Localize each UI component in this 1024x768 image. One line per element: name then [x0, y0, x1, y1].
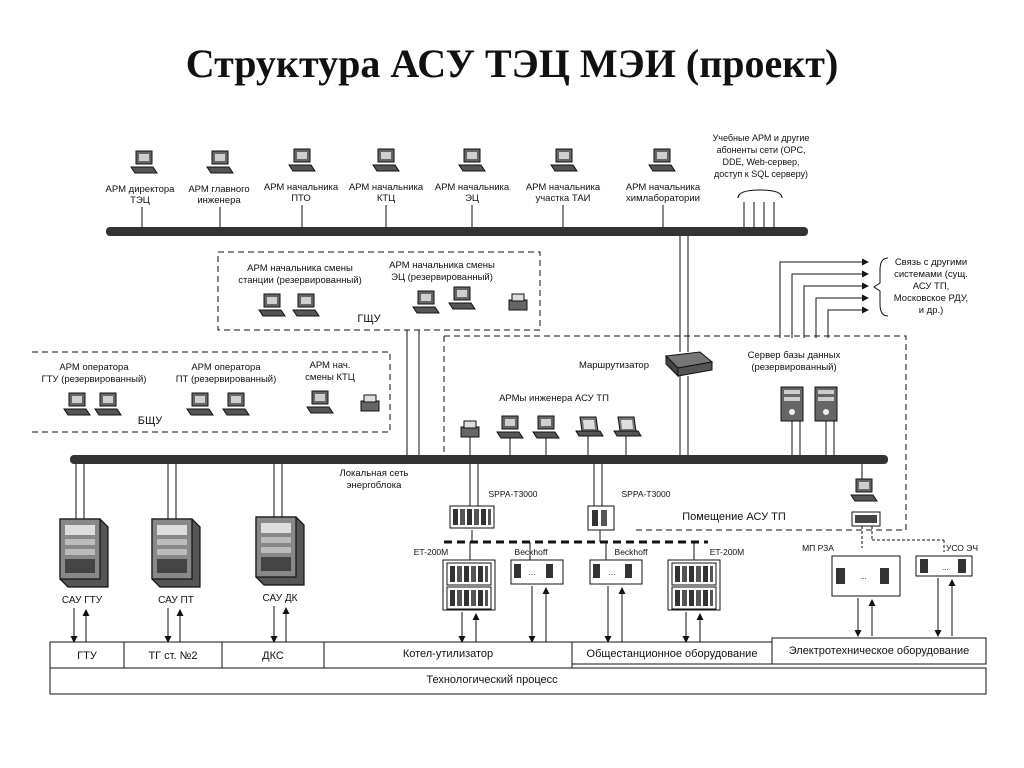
lan-label-l1: Локальная сеть: [340, 468, 409, 479]
arm-director-l1: АРМ директора: [106, 184, 176, 195]
arm-head-pto: АРМ начальника ПТО: [264, 148, 339, 227]
db-server-l2: (резервированный): [751, 362, 836, 373]
gshu-content: АРМ начальника смены станции (резервиров…: [238, 260, 528, 325]
arm-head-ec: АРМ начальника ЭЦ: [435, 148, 510, 227]
router: Маршрутизатор: [579, 351, 714, 378]
db-servers: Сервер базы данных (резервированный): [748, 350, 841, 455]
comm-note: Связь с другими системами (сущ. АСУ ТП, …: [779, 257, 968, 338]
gshu-arm2-l1: АРМ начальника смены: [389, 260, 495, 271]
bshu-arm1-l2: ГТУ (резервированный): [42, 374, 147, 385]
bshu-content: АРМ оператора ГТУ (резервированный) АРМ …: [42, 360, 380, 427]
gshu-arm2-l2: ЭЦ (резервированный): [391, 272, 493, 283]
arm-head-ktc: АРМ начальника КТЦ: [349, 148, 424, 227]
sau-gtu-label: САУ ГТУ: [62, 595, 103, 606]
gshu-arm1-l2: станции (резервированный): [238, 275, 362, 286]
sppa-controllers: SPPA-T3000 SPPA-T3000: [449, 464, 671, 531]
arm-chief-engineer-l2: инженера: [197, 195, 241, 206]
sau-pt-label: САУ ПТ: [158, 595, 194, 606]
bshu-label: БЩУ: [138, 415, 164, 427]
svg-text:...: ...: [860, 572, 867, 581]
sppa2-label: SPPA-T3000: [622, 489, 671, 499]
svg-text:...: ...: [942, 563, 949, 572]
mp-rza-label: МП РЗА: [802, 543, 834, 553]
section-electrical: Электротехническое оборудование: [789, 645, 970, 657]
bshu-arm1-l1: АРМ оператора: [59, 362, 129, 373]
asu-room-box: [444, 335, 907, 531]
db-server-l1: Сервер базы данных: [748, 350, 841, 361]
edu-note-l3: DDE, Web-сервер,: [722, 157, 799, 167]
bshu-arm3-l1: АРМ нач.: [309, 360, 350, 371]
top-workstations: АРМ директора ТЭЦ АРМ главного инженера …: [106, 148, 701, 227]
bshu-arm3-l2: смены КТЦ: [305, 372, 355, 383]
edu-note: Учебные АРМ и другие абоненты сети (OPC,…: [713, 133, 810, 227]
comm-note-l5: и др.): [919, 305, 944, 316]
section-dks: ДКС: [262, 650, 284, 662]
sau-servers: САУ ГТУ САУ ПТ САУ ДК: [59, 464, 305, 606]
eng-arm-label: АРМы инженера АСУ ТП: [499, 393, 609, 404]
room-label: Помещение АСУ ТП: [682, 511, 786, 523]
lan-bus: [70, 455, 888, 464]
lan-label-l2: энергоблока: [347, 480, 403, 491]
io-modules: ET-200M Beckhoff Beckhoff ET-200M ... ..…: [414, 542, 745, 611]
arm-head-pto-l1: АРМ начальника: [264, 182, 339, 193]
et1-label: ET-200M: [414, 547, 449, 557]
arm-head-chemlab-l2: химлаборатории: [626, 193, 700, 204]
section-boiler: Котел-утилизатор: [403, 648, 493, 660]
arm-head-chemlab: АРМ начальника химлаборатории: [626, 148, 701, 227]
arm-chief-engineer-l1: АРМ главного: [188, 184, 249, 195]
section-common: Общестанционное оборудование: [587, 648, 758, 660]
section-tg: ТГ ст. №2: [148, 650, 197, 662]
edu-note-l1: Учебные АРМ и другие: [713, 133, 810, 143]
bshu-arm2-l2: ПТ (резервированный): [176, 374, 277, 385]
arm-chief-engineer: АРМ главного инженера: [188, 150, 250, 227]
svg-text:...: ...: [529, 568, 536, 577]
arm-head-pto-l2: ПТО: [291, 193, 311, 204]
arm-head-tai-l2: участка ТАИ: [535, 193, 590, 204]
beckhoff1-label: Beckhoff: [515, 547, 549, 557]
arm-head-ec-l1: АРМ начальника: [435, 182, 510, 193]
arm-head-tai-l1: АРМ начальника: [526, 182, 601, 193]
process-label: Технологический процесс: [426, 674, 558, 686]
comm-note-l3: АСУ ТП,: [913, 281, 950, 292]
beckhoff2-label: Beckhoff: [615, 547, 649, 557]
router-label: Маршрутизатор: [579, 360, 649, 371]
sau-dk-label: САУ ДК: [263, 593, 298, 604]
edu-note-l4: доступ к SQL серверу): [714, 169, 808, 179]
process-table: ГТУ ТГ ст. №2 ДКС Котел-утилизатор Общес…: [49, 637, 987, 695]
electrical-subsystem: МП РЗА УСО ЭЧ ... ...: [802, 464, 978, 597]
uso-label: УСО ЭЧ: [946, 543, 978, 553]
top-bus: [106, 227, 808, 236]
arm-head-chemlab-l1: АРМ начальника: [626, 182, 701, 193]
page-title: Структура АСУ ТЭЦ МЭИ (проект): [185, 41, 839, 86]
sppa1-label: SPPA-T3000: [489, 489, 538, 499]
gshu-box: [217, 251, 541, 331]
et2-label: ET-200M: [710, 547, 745, 557]
section-gtu: ГТУ: [77, 650, 98, 662]
arm-head-tai: АРМ начальника участка ТАИ: [526, 148, 601, 227]
comm-note-l2: системами (сущ.: [894, 269, 968, 280]
arm-head-ktc-l1: АРМ начальника: [349, 182, 424, 193]
engineer-arms: АРМы инженера АСУ ТП: [460, 393, 642, 455]
arm-head-ktc-l2: КТЦ: [377, 193, 395, 204]
arm-head-ec-l2: ЭЦ: [465, 193, 479, 204]
gshu-label: ГЩУ: [357, 313, 381, 325]
arm-director: АРМ директора ТЭЦ: [106, 150, 176, 227]
bshu-arm2-l1: АРМ оператора: [191, 362, 261, 373]
arm-director-l2: ТЭЦ: [130, 195, 150, 206]
svg-text:...: ...: [609, 568, 616, 577]
edu-note-l2: абоненты сети (OPC,: [716, 145, 805, 155]
comm-note-l1: Связь с другими: [895, 257, 967, 268]
gshu-arm1-l1: АРМ начальника смены: [247, 263, 353, 274]
comm-note-l4: Московское РДУ,: [894, 293, 968, 304]
